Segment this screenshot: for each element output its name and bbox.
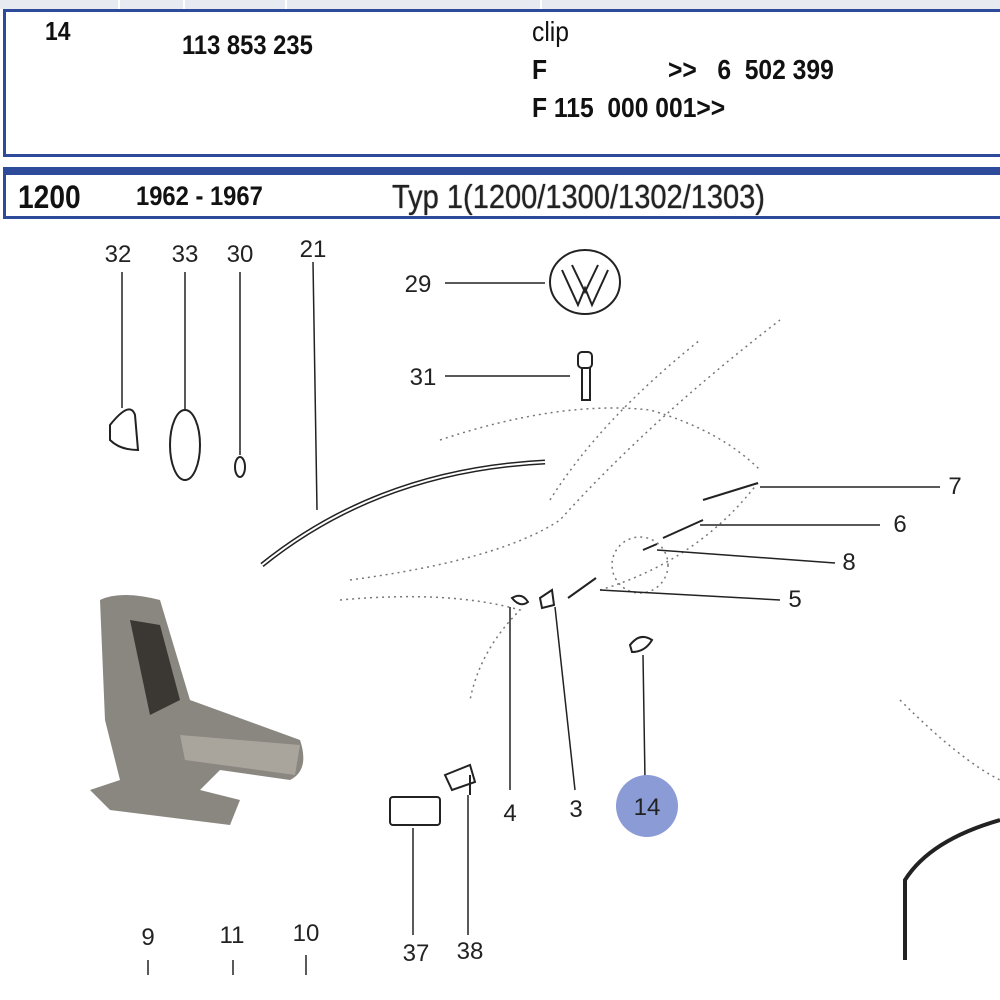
part-row[interactable]	[3, 9, 1000, 157]
header-strip	[0, 0, 1000, 9]
trim-strip-21	[260, 459, 546, 567]
callout-32: 32	[105, 241, 132, 268]
callout-8: 8	[842, 549, 855, 576]
clip-photo	[60, 570, 330, 870]
highlight-marker-14[interactable]	[616, 775, 678, 837]
callout-29: 29	[405, 271, 432, 298]
callout-10: 10	[293, 920, 320, 947]
callout-30: 30	[227, 241, 254, 268]
model-type: Typ 1(1200/1300/1302/1303)	[392, 178, 765, 215]
callout-31: 31	[410, 364, 437, 391]
model-row	[3, 167, 1000, 219]
part-description: clip	[532, 16, 569, 47]
range-line-1: >> 6 502 399	[668, 54, 834, 85]
callout-14: 14	[634, 794, 661, 821]
callout-37: 37	[403, 940, 430, 967]
range-line-1-prefix: F	[532, 54, 548, 85]
model: 1200	[18, 179, 81, 215]
callout-38: 38	[457, 938, 484, 965]
callout-33: 33	[172, 241, 199, 268]
callout-3: 3	[569, 796, 582, 823]
callout-6: 6	[893, 511, 906, 538]
callout-5: 5	[788, 586, 801, 613]
callout-9: 9	[141, 924, 154, 951]
callout-21: 21	[300, 236, 327, 263]
part-number: 113 853 235	[182, 30, 313, 60]
callout-4: 4	[503, 800, 516, 827]
range-line-2: F 115 000 001>>	[532, 92, 726, 123]
vw-emblem	[549, 249, 621, 315]
pos-number: 14	[45, 16, 71, 46]
body-outline	[339, 319, 1000, 781]
years: 1962 - 1967	[136, 181, 263, 211]
callout-11: 11	[220, 922, 245, 949]
callout-7: 7	[948, 473, 961, 500]
